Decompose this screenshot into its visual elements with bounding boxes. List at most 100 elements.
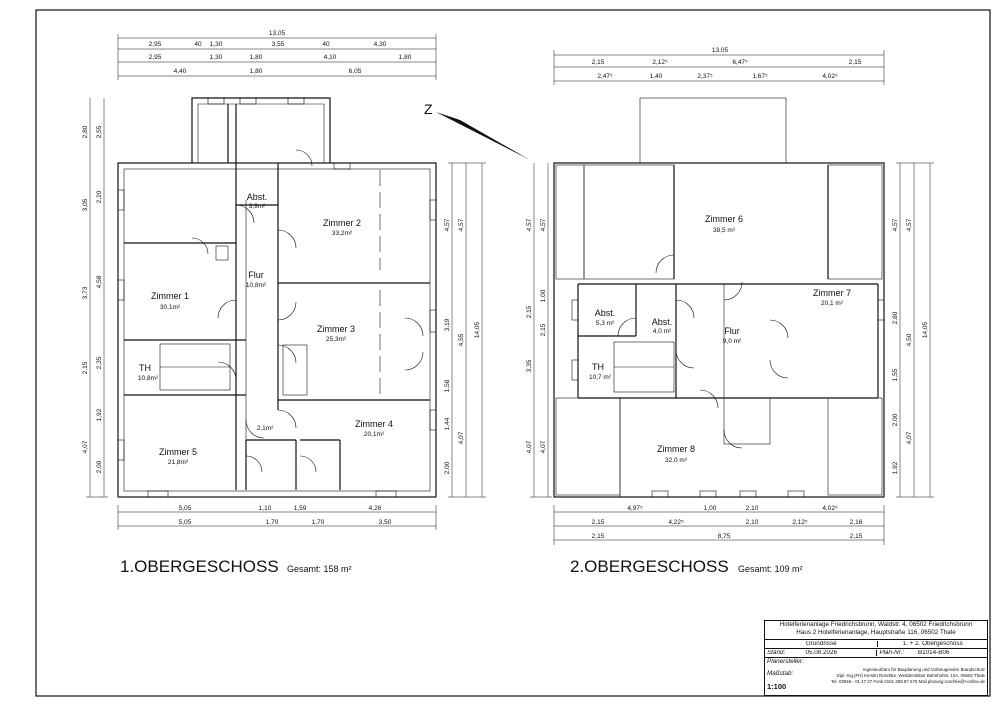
dimension-label: 1,80 — [250, 54, 263, 61]
dimension-label: 2,80 — [892, 311, 899, 324]
room-name: Zimmer 5 — [159, 447, 197, 457]
dimension-label: 4,10 — [324, 54, 337, 61]
dimension-label: 2,00 — [96, 460, 103, 473]
dimension-label: 4,97⁵ — [627, 505, 643, 512]
dimension-label: 4,55 — [458, 333, 465, 346]
dimension-label: 1,30 — [210, 41, 223, 48]
room-area: 33,2m² — [332, 230, 353, 237]
plan-nr-label: Plan-Nr.: — [876, 649, 915, 657]
room-name: Abst. — [595, 308, 616, 318]
dimension-label: 8,75 — [718, 533, 731, 540]
room-area: 21,8m² — [168, 459, 189, 466]
dimension-label: 6,47⁵ — [732, 59, 748, 66]
dimension-label: 2,15 — [592, 533, 605, 540]
dimension-label: 1,58 — [444, 379, 451, 392]
dimension-label: 2,00 — [444, 461, 451, 474]
plan-type: Grundrisse — [805, 640, 837, 647]
dimension-label: 1,30 — [210, 54, 223, 61]
dimension-label: 4,40 — [174, 68, 187, 75]
floor-total-area: Gesamt: 109 m² — [738, 564, 803, 574]
project-title: Hotelferienanlage Friedrichsbrunn, Walds… — [765, 621, 987, 640]
room-area: 32,0 m² — [665, 457, 688, 464]
title-block: Hotelferienanlage Friedrichsbrunn, Walds… — [764, 620, 988, 696]
planer-label: Planersteller: — [767, 658, 804, 665]
dimension-label: 4,57 — [458, 218, 465, 231]
dimension-label: 3,35 — [526, 359, 533, 372]
dimension-label: 2,10 — [746, 519, 759, 526]
dimension-label: 2,15 — [849, 59, 862, 66]
dimension-label: 1,44 — [444, 417, 451, 430]
dimension-label: 1,80 — [250, 68, 263, 75]
dimension-label: 3,55 — [272, 41, 285, 48]
room-name: Zimmer 2 — [323, 218, 361, 228]
dimension-label: 2,15 — [592, 519, 605, 526]
plan-1og-windows — [117, 97, 437, 498]
dimension-label: 4,07 — [906, 431, 913, 444]
dimension-label: 4,58 — [96, 275, 103, 288]
dimension-label: 4,30 — [374, 41, 387, 48]
dimension-label: 4,02⁵ — [822, 505, 838, 512]
dimension-label: 6,05 — [349, 68, 362, 75]
dimension-label: 3,50 — [379, 519, 392, 526]
room-area: 30,1m² — [160, 304, 181, 311]
dimension-label: 2,15 — [592, 59, 605, 66]
stand-label: Stand: — [767, 649, 786, 656]
dimension-label: 2,15 — [540, 323, 547, 336]
room-name: Zimmer 1 — [151, 291, 189, 301]
floor-total-area: Gesamt: 158 m² — [287, 564, 352, 574]
dimension-label: 1,00 — [704, 505, 717, 512]
plan-2og-room-labels: Zimmer 6 38,5 m² Abst. 5,3 m² Abst. 4,0 … — [589, 214, 851, 464]
room-name: Abst. — [652, 317, 673, 327]
plan-1og-room-labels: Abst. 3,9m² Zimmer 2 33,2m² Zimmer 1 30,… — [138, 192, 393, 466]
north-label: Z — [424, 101, 433, 117]
dimension-label: 2,95 — [149, 54, 162, 61]
room-area: 25,3m² — [326, 336, 347, 343]
dimension-label: 2,47⁵ — [597, 73, 613, 80]
project-line-1: Hotelferienanlage Friedrichsbrunn, Walds… — [779, 621, 973, 628]
dimension-label: 4,26 — [369, 505, 382, 512]
office-line-1: Ingenieurbüro für Bauplanung und Vorbeug… — [862, 667, 985, 672]
room-area: 20,1 m² — [821, 300, 844, 307]
dimension-label: 4,02⁵ — [822, 73, 838, 80]
dimension-label: 14,05 — [474, 321, 481, 338]
dimension-label: 5,05 — [179, 505, 192, 512]
sheet-frame — [35, 9, 991, 697]
project-line-2: Haus 2 Hotelferienanlage, Hauptstraße 11… — [796, 629, 956, 636]
dimension-label: 1,40 — [650, 73, 663, 80]
dimension-label: 2,15 — [850, 533, 863, 540]
dimension-label: 2,37⁵ — [697, 73, 713, 80]
floor-plan-1og: Abst. 3,9m² Zimmer 2 33,2m² Zimmer 1 30,… — [82, 30, 486, 576]
room-name: Abst. — [247, 192, 268, 202]
dimension-label: 2,10 — [746, 505, 759, 512]
dimension-label: 1,59 — [294, 505, 307, 512]
dimension-label: 2,16 — [850, 519, 863, 526]
dimension-label: 4,07 — [82, 440, 89, 453]
room-name: Zimmer 3 — [317, 324, 355, 334]
dimension-label: 4,57 — [540, 218, 547, 231]
room-name: TH — [139, 363, 151, 373]
massstab-value: 1:100 — [767, 681, 787, 691]
dimension-label: 4,07 — [526, 440, 533, 453]
room-name: Zimmer 4 — [355, 419, 393, 429]
dimension-label: 4,57 — [892, 218, 899, 231]
room-area: 38,5 m² — [713, 227, 736, 234]
room-name: Zimmer 8 — [657, 444, 695, 454]
dimension-label: 1,92 — [96, 408, 103, 421]
dimension-label: 4,57 — [906, 218, 913, 231]
dimension-label: 4,07 — [458, 431, 465, 444]
dimension-label: 2,55 — [96, 125, 103, 138]
dimension-label: 2,95 — [149, 41, 162, 48]
plan-content: 1. + 2. Obergeschoss — [877, 640, 987, 648]
plan-2og-stair — [613, 341, 675, 393]
dimension-label: 4,07 — [540, 440, 547, 453]
floor-title: 1.OBERGESCHOSS — [120, 557, 279, 576]
dimension-label: 1,92 — [892, 461, 899, 474]
dimension-label: 14,05 — [922, 321, 929, 338]
plan-1og-dimensions: 13,05 2,95 40 1,30 3,55 40 4,30 2,95 1,3… — [82, 30, 486, 530]
floor-plan-2og: Zimmer 6 38,5 m² Abst. 5,3 m² Abst. 4,0 … — [526, 47, 934, 576]
floor-title: 2.OBERGESCHOSS — [570, 557, 729, 576]
dimension-label: 2,20 — [96, 190, 103, 203]
dimension-label: 13,05 — [712, 47, 729, 54]
dimension-label: 1,00 — [540, 289, 547, 302]
plan-1og-stair — [159, 343, 231, 391]
